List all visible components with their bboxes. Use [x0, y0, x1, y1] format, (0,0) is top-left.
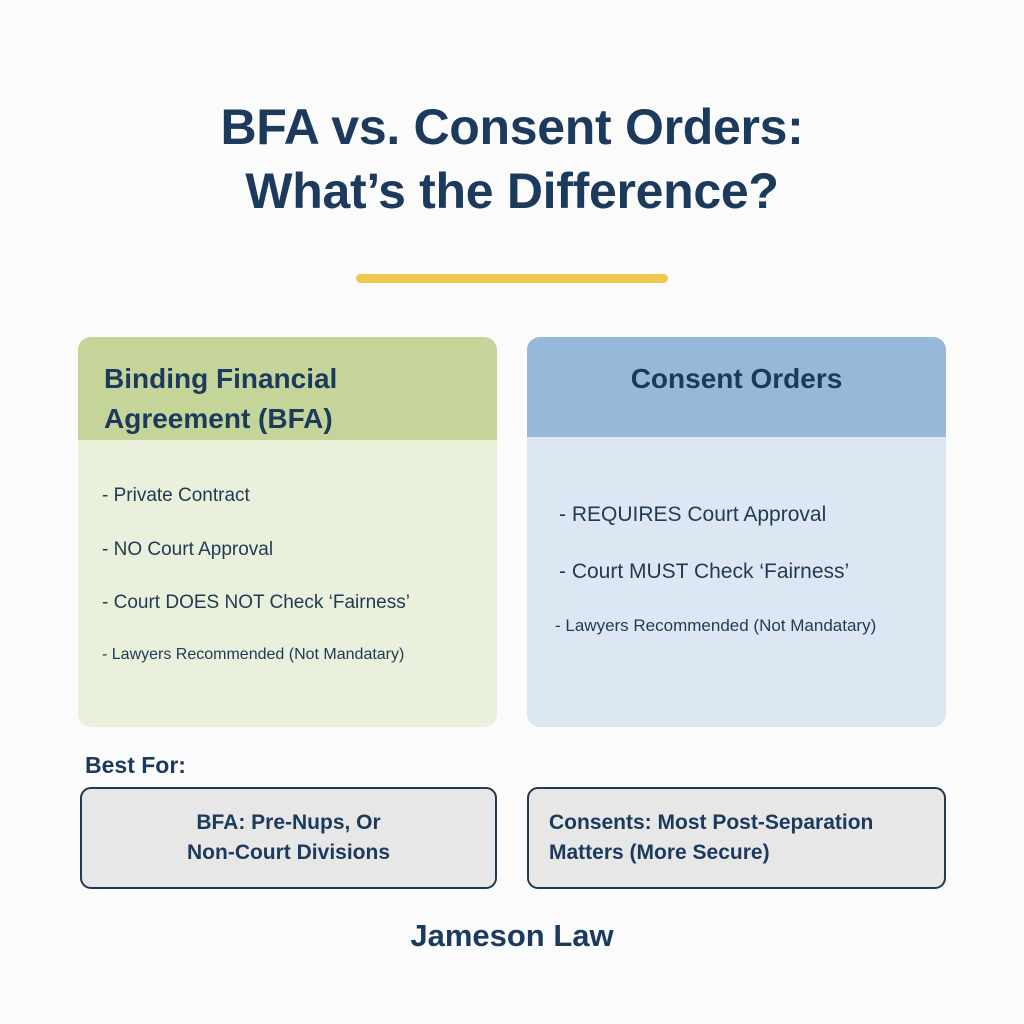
- card-bfa-bullet-3: - Court DOES NOT Check ‘Fairness’: [102, 592, 410, 614]
- footer-brand: Jameson Law: [410, 918, 614, 953]
- best-for-box-consent-orders: Consents: Most Post-Separation Matters (…: [527, 787, 946, 889]
- card-bfa-heading-line-2: Agreement (BFA): [104, 402, 333, 434]
- best-for-bfa-line-2: Non-Court Divisions: [187, 841, 390, 864]
- best-for-bfa-line-1: BFA: Pre-Nups, Or: [196, 810, 381, 834]
- gold-divider: [356, 274, 668, 283]
- card-bfa-body: - Private Contract - NO Court Approval -…: [78, 440, 497, 727]
- card-consent-orders-bullet-3: - Lawyers Recommended (Not Mandatary): [555, 616, 877, 636]
- best-for-box-bfa: BFA: Pre-Nups, Or Non-Court Divisions: [80, 787, 497, 889]
- card-bfa-heading-line-1: Binding Financial: [104, 363, 338, 394]
- best-for-label: Best For:: [85, 752, 186, 778]
- card-consent-orders-bullet-2: - Court MUST Check ‘Fairness’: [559, 559, 850, 583]
- card-bfa-bullet-4: - Lawyers Recommended (Not Mandatary): [102, 646, 405, 664]
- title-line-1: BFA vs. Consent Orders:: [220, 99, 804, 155]
- card-bfa-header: Binding Financial Agreement (BFA): [78, 337, 497, 440]
- best-for-consent-line-2: Matters (More Secure): [549, 841, 770, 864]
- page-title: BFA vs. Consent Orders: What’s the Diffe…: [0, 96, 1024, 223]
- card-consent-orders-body: - REQUIRES Court Approval - Court MUST C…: [527, 437, 946, 727]
- card-bfa: Binding Financial Agreement (BFA) - Priv…: [78, 337, 497, 727]
- card-consent-orders-header: Consent Orders: [527, 337, 946, 437]
- card-bfa-bullet-1: - Private Contract: [102, 485, 250, 506]
- best-for-consent-line-1: Consents: Most Post-Separation: [549, 810, 874, 834]
- card-consent-orders-bullet-1: - REQUIRES Court Approval: [559, 502, 827, 526]
- card-consent-orders-heading: Consent Orders: [630, 363, 843, 394]
- title-line-2: What’s the Difference?: [245, 162, 779, 219]
- card-consent-orders: Consent Orders - REQUIRES Court Approval…: [527, 337, 946, 727]
- card-bfa-bullet-2: - NO Court Approval: [102, 538, 274, 560]
